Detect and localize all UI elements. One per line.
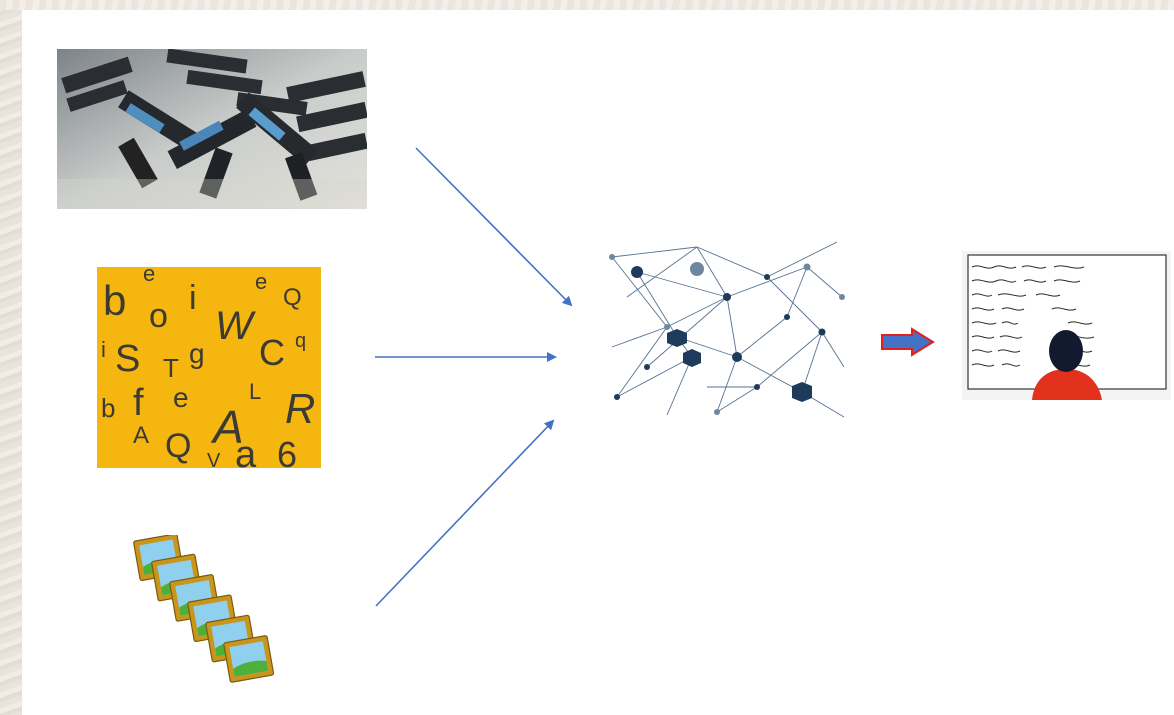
svg-text:W: W (215, 304, 256, 348)
block-arrow (881, 327, 935, 357)
svg-text:V: V (207, 450, 221, 468)
letters-tile: b e o i e Q W i S T g C q b f e L A Q A … (97, 267, 321, 468)
svg-text:S: S (115, 338, 140, 380)
svg-text:Q: Q (283, 284, 302, 311)
handwriting-result (962, 251, 1171, 400)
svg-text:b: b (101, 393, 115, 423)
svg-text:Q: Q (165, 427, 191, 465)
svg-text:g: g (189, 338, 205, 369)
svg-text:L: L (249, 379, 261, 404)
neural-network (607, 237, 845, 421)
svg-text:e: e (173, 382, 189, 413)
picture-stack (132, 535, 275, 684)
svg-text:e: e (143, 267, 155, 286)
svg-text:6: 6 (277, 434, 297, 468)
svg-text:i: i (101, 337, 106, 362)
svg-text:a: a (235, 434, 257, 468)
svg-text:e: e (255, 269, 267, 294)
svg-text:i: i (189, 279, 197, 317)
svg-text:T: T (163, 353, 179, 383)
svg-text:b: b (103, 277, 126, 324)
svg-text:A: A (210, 401, 244, 453)
left-stone-border (0, 0, 22, 715)
svg-text:A: A (133, 422, 149, 449)
svg-text:R: R (285, 385, 315, 432)
weapons-photo (57, 49, 367, 209)
top-stone-border (0, 0, 1174, 10)
svg-text:f: f (133, 382, 144, 424)
svg-text:o: o (149, 297, 168, 335)
svg-text:C: C (259, 332, 285, 373)
svg-text:q: q (295, 330, 306, 352)
